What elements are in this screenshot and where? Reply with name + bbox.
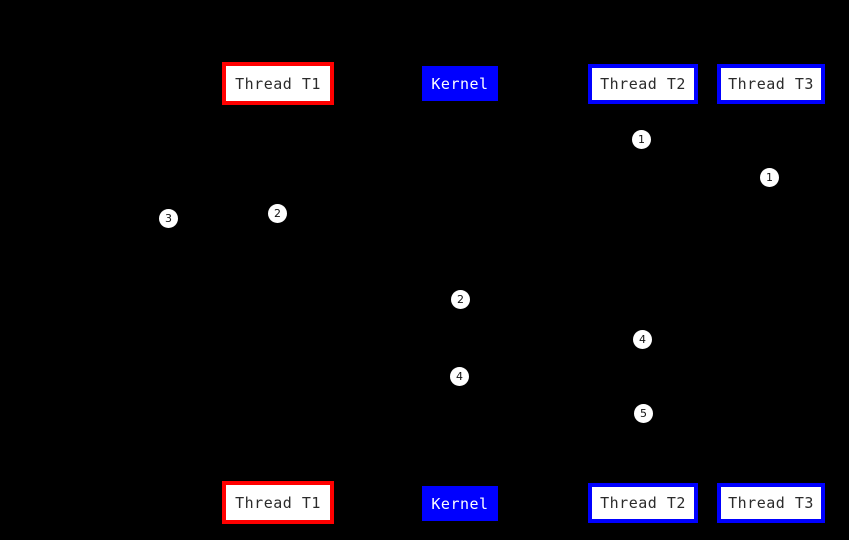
lifeline-t1	[278, 105, 279, 481]
participant-label-kernel-top: Kernel	[431, 74, 489, 93]
message-arrow-6	[460, 386, 643, 387]
sequence-badge: 4	[450, 367, 469, 386]
participant-kernel-top[interactable]: Kernel	[422, 66, 498, 101]
participant-label-thread-t2-top: Thread T2	[600, 75, 686, 93]
sequence-badge: 2	[268, 204, 287, 223]
message-arrow-3	[278, 228, 460, 229]
sequence-badge: 4	[633, 330, 652, 349]
participant-thread-t1-top[interactable]: Thread T1	[222, 62, 334, 105]
participant-label-thread-t1-bottom: Thread T1	[235, 493, 321, 512]
sequence-badge: 2	[451, 290, 470, 309]
participant-label-thread-t3-bottom: Thread T3	[728, 494, 814, 512]
message-arrow-2	[278, 187, 771, 188]
lifeline-t2	[643, 104, 644, 483]
sequence-badge: 3	[159, 209, 178, 228]
participant-kernel-bottom[interactable]: Kernel	[422, 486, 498, 521]
participant-thread-t2-bottom[interactable]: Thread T2	[588, 483, 698, 523]
participant-thread-t3-top[interactable]: Thread T3	[717, 64, 825, 104]
participant-thread-t2-top[interactable]: Thread T2	[588, 64, 698, 104]
message-arrow-7	[460, 423, 643, 424]
participant-thread-t3-bottom[interactable]: Thread T3	[717, 483, 825, 523]
message-arrow-4	[278, 309, 460, 310]
message-arrow-1	[278, 149, 643, 150]
participant-thread-t1-bottom[interactable]: Thread T1	[222, 481, 334, 524]
participant-label-thread-t1-top: Thread T1	[235, 74, 321, 93]
lifeline-t3	[771, 104, 772, 483]
sequence-badge: 1	[632, 130, 651, 149]
participant-label-kernel-bottom: Kernel	[431, 494, 489, 513]
sequence-badge: 5	[634, 404, 653, 423]
message-arrow-5	[460, 349, 643, 350]
participant-label-thread-t2-bottom: Thread T2	[600, 494, 686, 512]
participant-label-thread-t3-top: Thread T3	[728, 75, 814, 93]
sequence-badge: 1	[760, 168, 779, 187]
